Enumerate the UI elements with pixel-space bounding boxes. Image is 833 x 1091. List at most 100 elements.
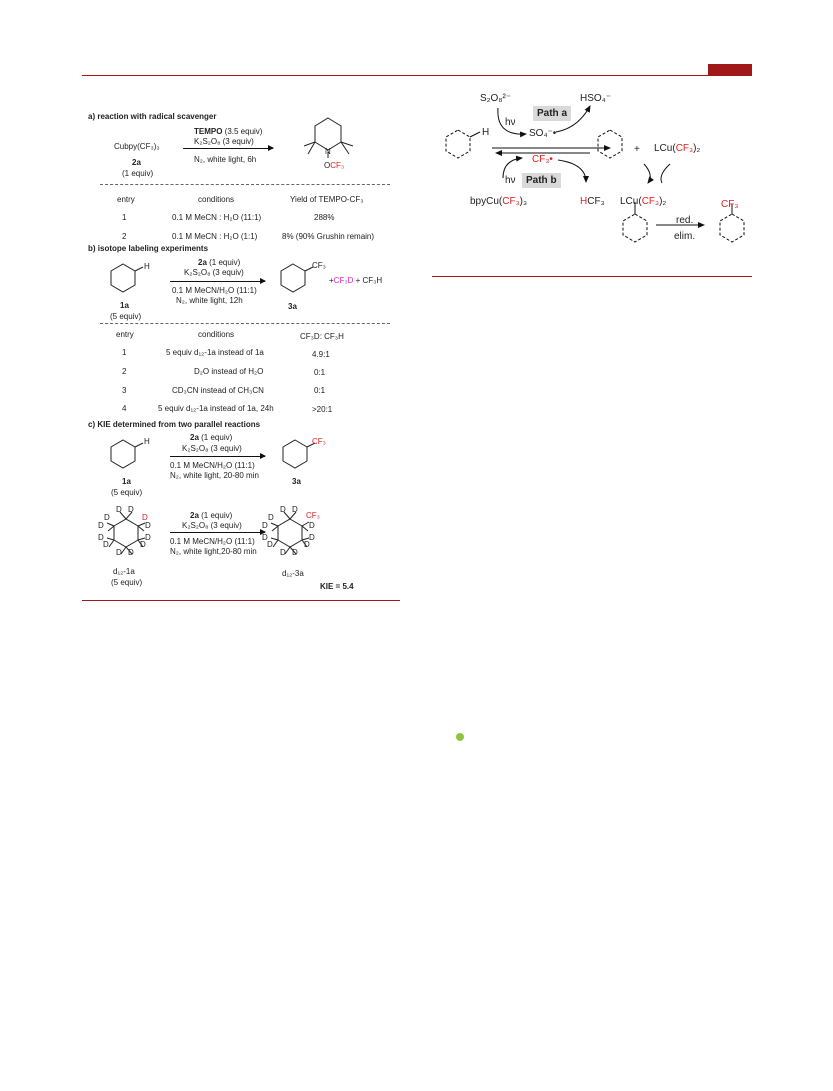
green-dot-icon — [456, 733, 464, 741]
b-reagent2: K₂S₂O₈ (3 equiv) — [184, 268, 244, 277]
c-top-substrate-h: H — [144, 437, 150, 446]
header-accent-block — [708, 64, 752, 76]
c-bottom-product-id: d₁₂-3a — [282, 569, 304, 578]
hv-b-label: hν — [505, 175, 516, 186]
a-row1-result: 288% — [314, 213, 335, 222]
cf3-radical-label: CF₃• — [532, 154, 553, 165]
a-header-yield: Yield of TEMPO-CF₃ — [290, 195, 364, 204]
bpycu-label: bpyCu(CF₃)₃ — [470, 196, 528, 207]
hcf3-label: HCF₃ — [580, 196, 605, 207]
b-row2-conditions: D₂O instead of H₂O — [194, 367, 264, 376]
c-d-label-9: D — [103, 540, 109, 549]
b-byproducts: +CF₃D + CF₃H — [329, 276, 383, 285]
c-d-label-12: D — [128, 548, 134, 557]
b-header-ratio: CF₃D: CF₃H — [300, 332, 344, 341]
a-reactant-equiv: (1 equiv) — [122, 169, 154, 178]
red-label: red. — [676, 215, 694, 226]
a-row1-conditions: 0.1 M MeCN : H₂O (11:1) — [172, 213, 262, 222]
a-reactant: Cubpy(CF₃)₃ — [114, 142, 160, 151]
section-b-title: b) isotope labeling experiments — [88, 244, 209, 253]
b-product-cf3: CF₃ — [312, 261, 326, 270]
c-top-product-cf3: CF₃ — [312, 437, 326, 446]
c-bottom-reagent2: K₂S₂O₈ (3 equiv) — [182, 521, 242, 530]
a-row1-entry: 1 — [122, 213, 127, 222]
b-row1-result: 4.9:1 — [312, 350, 330, 359]
b-row1-entry: 1 — [122, 348, 127, 357]
c-top-reagent1: 2a (1 equiv) — [190, 433, 233, 442]
so4-radical-label: SO₄⁻• — [529, 128, 557, 139]
a-reagent1: TEMPO (3.5 equiv) — [194, 127, 263, 136]
intermediate-label: LCu(CF₃)₂ — [620, 196, 667, 207]
c-d-label-2: D — [128, 505, 134, 514]
lcu-label: LCu(CF₃)₂ — [654, 143, 701, 154]
c-bottom-product-structure — [270, 511, 310, 555]
c-bottom-condition2: N₂, white light,20-80 min — [170, 547, 257, 556]
c-pd-label-10: D — [280, 548, 286, 557]
a-header-entry: entry — [117, 195, 135, 204]
c-pd-label-3: D — [268, 513, 274, 522]
c-bottom-substrate-id: d₁₂-1a — [113, 567, 135, 576]
section-a-title: a) reaction with radical scavenger — [88, 112, 217, 121]
c-d-label-10: D — [140, 540, 146, 549]
b-row3-entry: 3 — [122, 386, 127, 395]
a-reagent2: K₂S₂O₈ (3 equiv) — [194, 137, 254, 146]
c-bottom-reaction-arrow — [170, 529, 266, 535]
b-substrate-h: H — [144, 262, 150, 271]
c-top-reaction-arrow — [170, 453, 266, 459]
a-reaction-arrow — [183, 145, 274, 151]
hso4-label: HSO₄⁻ — [580, 93, 612, 104]
path-b-tag: Path b — [522, 173, 561, 188]
b-row2-result: 0:1 — [314, 368, 326, 377]
a-header-conditions: conditions — [198, 195, 235, 204]
c-top-product-id: 3a — [292, 477, 301, 486]
section-c-title: c) KIE determined from two parallel reac… — [88, 420, 261, 429]
b-product-id: 3a — [288, 302, 297, 311]
b-row4-result: >20:1 — [312, 405, 333, 414]
b-header-entry: entry — [116, 330, 134, 339]
b-product-structure — [280, 263, 314, 293]
a-row2-entry: 2 — [122, 232, 127, 241]
c-top-substrate-id: 1a — [122, 477, 131, 486]
b-row3-conditions: CD₃CN instead of CH₃CN — [172, 386, 264, 395]
c-d-label-7: D — [98, 533, 104, 542]
c-top-reagent2: K₂S₂O₈ (3 equiv) — [182, 444, 242, 453]
b-substrate-id: 1a — [120, 301, 129, 310]
b-substrate-equiv: (5 equiv) — [110, 312, 142, 321]
c-pd-label-6: D — [262, 533, 268, 542]
c-pd-label-11: D — [292, 548, 298, 557]
c-d-label-6: D — [145, 521, 151, 530]
b-condition1: 0.1 M MeCN/H₂O (11:1) — [172, 286, 257, 295]
b-row2-entry: 2 — [122, 367, 127, 376]
b-reaction-arrow — [170, 278, 266, 284]
substrate-h-label: H — [482, 127, 490, 138]
c-bottom-condition1: 0.1 M MeCN/H₂O (11:1) — [170, 537, 255, 546]
b-substrate-structure — [110, 263, 144, 293]
kie-value: KIE = 5.4 — [320, 582, 354, 591]
a-row2-result: 8% (90% Grushin remain) — [282, 232, 375, 241]
b-reagent1: 2a (1 equiv) — [198, 258, 241, 267]
b-row3-result: 0:1 — [314, 386, 326, 395]
c-pd-label-2: D — [292, 505, 298, 514]
c-top-condition2: N₂, white light, 20-80 min — [170, 471, 259, 480]
c-d-label-4: D — [142, 513, 148, 522]
c-pd-label-5: D — [309, 521, 315, 530]
c-bottom-substrate-equiv: (5 equiv) — [111, 578, 143, 587]
a-row2-conditions: 0.1 M MeCN : H₂O (1:1) — [172, 232, 258, 241]
c-d-label-1: D — [116, 505, 122, 514]
c-pd-label-4: D — [262, 521, 268, 530]
c-bottom-product-cf3: CF₃ — [306, 511, 320, 520]
c-d-label-3: D — [104, 513, 110, 522]
a-divider — [100, 184, 390, 185]
c-pd-label-7: D — [309, 533, 315, 542]
c-top-product-structure — [282, 439, 316, 469]
c-top-condition1: 0.1 M MeCN/H₂O (11:1) — [170, 461, 255, 470]
b-divider — [100, 323, 390, 324]
product-cf3-label: CF₃ — [721, 199, 739, 210]
tempo-cf3-structure — [303, 117, 354, 158]
right-scheme-bottom-rule — [432, 276, 752, 277]
path-a-tag: Path a — [533, 106, 572, 121]
c-bottom-substrate-structure — [106, 511, 146, 555]
tempo-o-label: OCF₃ — [324, 161, 345, 170]
s2o8-label: S₂O₈²⁻ — [480, 93, 512, 104]
c-d-label-11: D — [116, 548, 122, 557]
